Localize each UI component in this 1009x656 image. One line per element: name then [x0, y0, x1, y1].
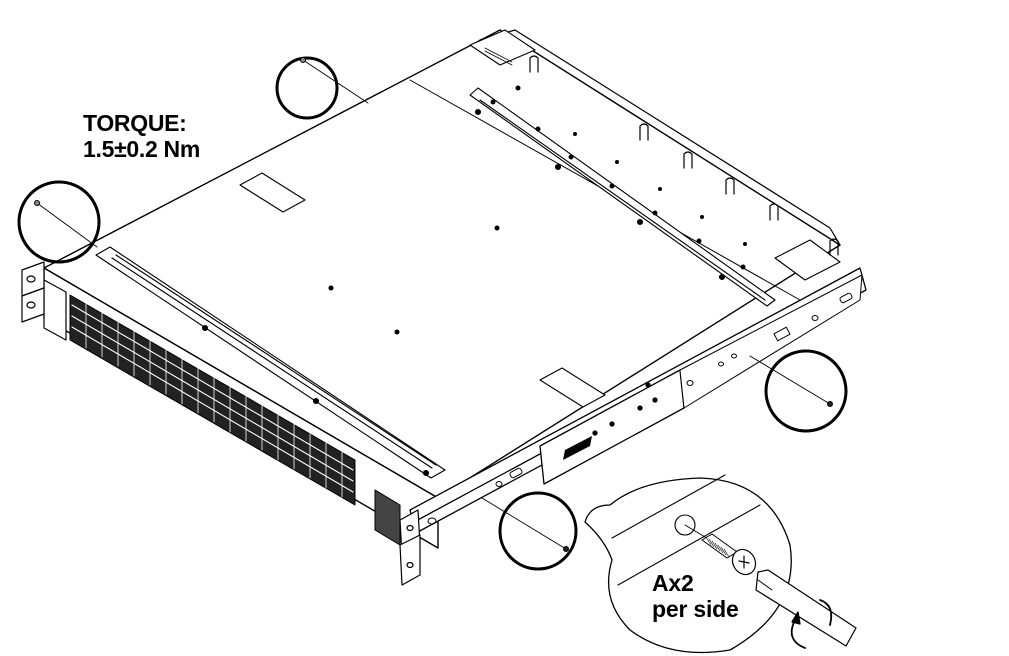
screw-quantity-qualifier: per side: [652, 596, 739, 623]
torque-label-title: TORQUE:: [83, 110, 187, 136]
torque-label-value: 1.5±0.2 Nm: [83, 136, 201, 163]
screw-icon: [701, 533, 757, 576]
screwdriver-icon: [755, 569, 857, 649]
cover-screw-dots: [328, 85, 747, 335]
cover-labels: [239, 29, 841, 408]
screw-highlight-rear-right: [749, 349, 848, 433]
detail-callout-bubble: [584, 474, 857, 654]
chassis-front-panel: [43, 267, 439, 549]
left-rail-strip: [95, 246, 446, 479]
screw-highlight-front-right: [481, 491, 578, 571]
screw-quantity: Ax2: [652, 570, 694, 596]
right-side-rail: [409, 267, 867, 534]
front-mounting-ears: [21, 261, 421, 586]
detail-callout-text: Ax2 per side: [652, 570, 739, 623]
rear-cable-hooks: [529, 55, 839, 256]
screw-highlight-rear-left-top: [275, 56, 369, 120]
torque-label: TORQUE: 1.5±0.2 Nm: [83, 110, 200, 163]
screw-highlight-front-left: [17, 180, 101, 264]
rear-rail-strip: [469, 87, 776, 307]
